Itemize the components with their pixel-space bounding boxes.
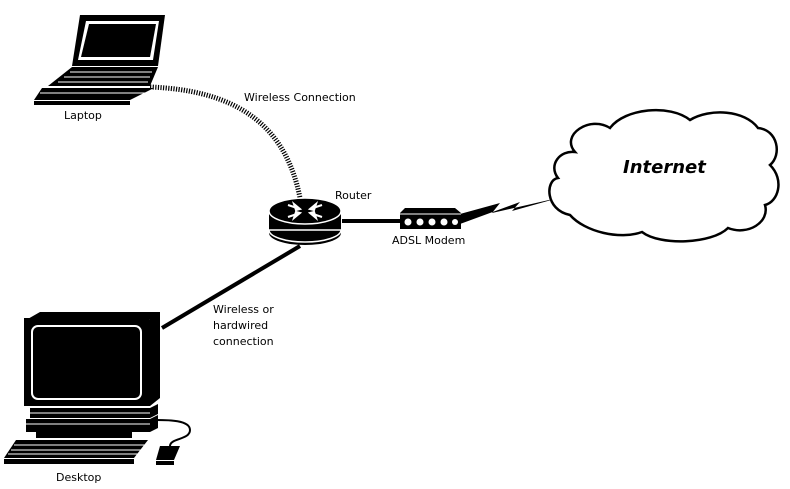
adsl-modem-label: ADSL Modem	[392, 234, 466, 247]
wireless-connection-label: Wireless Connection	[244, 91, 356, 104]
wireless-connection-line	[149, 84, 303, 199]
router-label: Router	[335, 189, 372, 202]
desktop-label: Desktop	[56, 471, 102, 484]
wireless-or-hardwired-label-line2: hardwired	[213, 319, 269, 332]
wireless-or-hardwired-label-line3: connection	[213, 335, 274, 348]
laptop-label: Laptop	[64, 109, 102, 122]
internet-cloud-icon	[548, 108, 780, 243]
internet-label: Internet	[623, 157, 706, 178]
adsl-modem-icon	[400, 208, 461, 229]
desktop-icon	[4, 312, 192, 465]
wireless-or-hardwired-label-line1: Wireless or	[213, 303, 274, 316]
laptop-icon	[34, 15, 165, 105]
router-icon	[268, 197, 342, 245]
desktop-router-connection-line	[160, 244, 302, 330]
lightning-bolt-icon	[460, 197, 562, 224]
